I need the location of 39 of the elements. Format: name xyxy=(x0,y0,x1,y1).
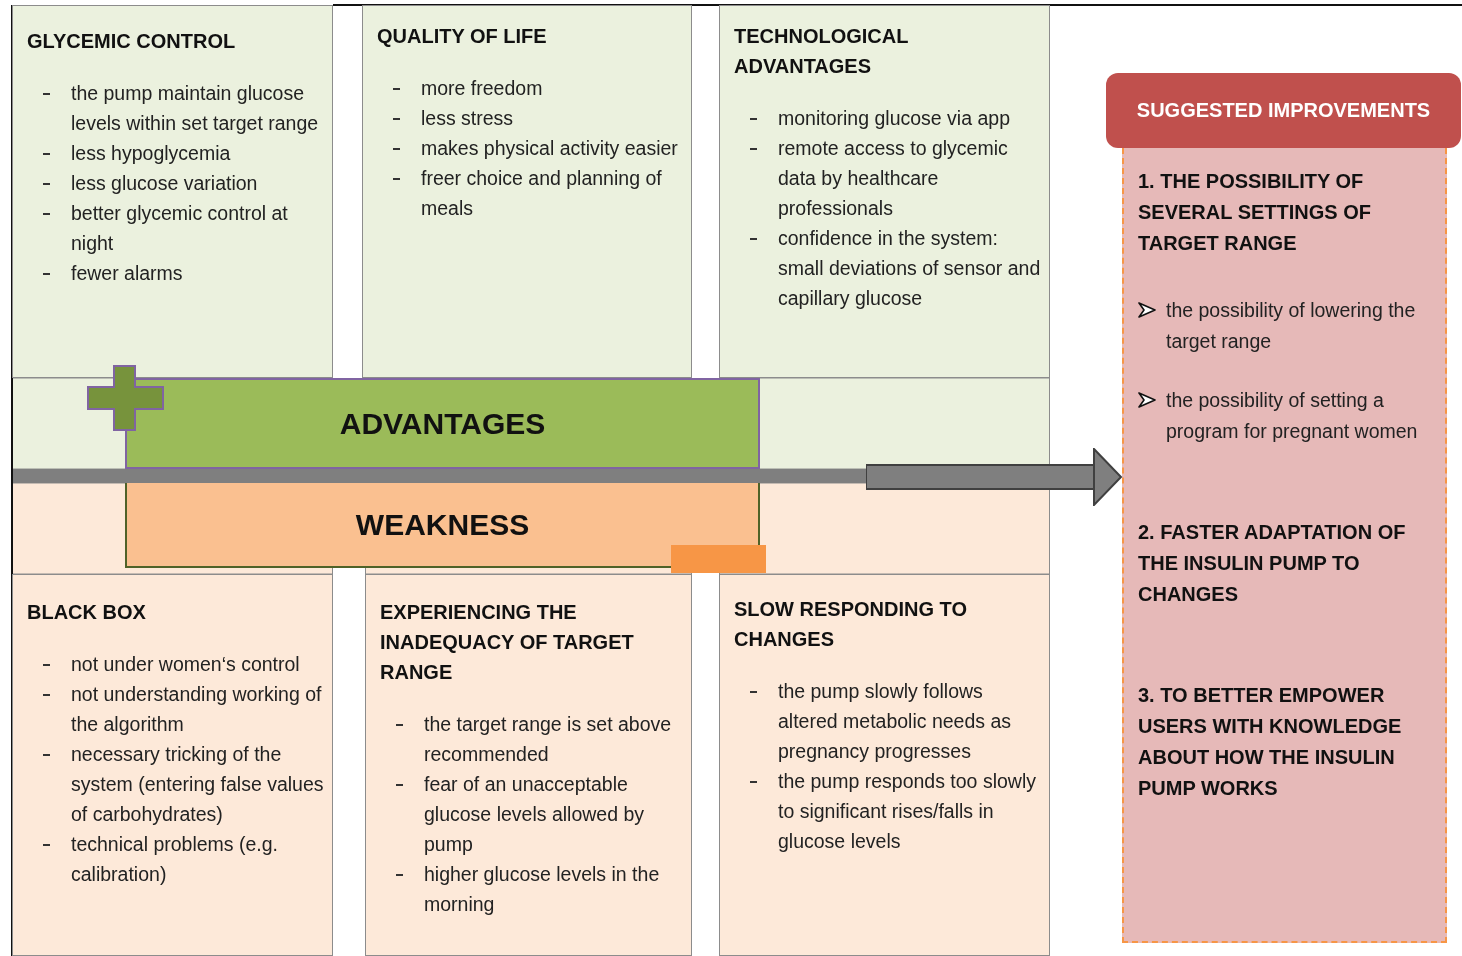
bullet-text: more freedom xyxy=(421,77,543,99)
advantage-panel xyxy=(719,5,1050,378)
bullet-text: higher glucose levels in the morning xyxy=(424,863,660,915)
advantage-panel xyxy=(362,5,692,378)
bullet-text: the pump responds too slowly to significant rises/falls in glucose levels xyxy=(778,770,1036,852)
bullet-text: monitoring glucose via app xyxy=(778,107,1010,129)
improvement-heading: 3. TO BETTER EMPOWER USERS WITH KNOWLEDGE ABOUT HOW THE INSULIN PUMP WORKS xyxy=(1138,683,1403,801)
weakness-panel xyxy=(719,574,1050,956)
advantage-panel xyxy=(12,5,333,378)
panel-heading: EXPERIENCING THE INADEQUACY OF TARGET RANGE xyxy=(380,600,635,685)
advantages-band xyxy=(125,378,760,469)
improvements-panel xyxy=(1122,148,1447,943)
panel-heading: BLACK BOX xyxy=(27,600,147,625)
bullet-text: the possibility of lowering the target range xyxy=(1166,298,1417,354)
header-box xyxy=(1106,73,1461,148)
bullet-text: fewer alarms xyxy=(71,262,183,284)
improvement-heading: 2. FASTER ADAPTATION OF THE INSULIN PUMP TO CHANGES xyxy=(1138,520,1407,607)
weakness-panel xyxy=(12,574,333,956)
bullet-text: less hypoglycemia xyxy=(71,142,231,164)
panel-heading: SLOW RESPONDING TO CHANGES xyxy=(734,597,968,652)
panel-heading: TECHNOLOGICAL ADVANTAGES xyxy=(734,24,910,79)
band-label: WEAKNESS xyxy=(355,507,530,542)
panel-heading: GLYCEMIC CONTROL xyxy=(27,29,237,54)
bullet-text: necessary tricking of the system (entering false values of carbohydrates) xyxy=(71,743,324,825)
bullet-text: confidence in the system: small deviations of sensor and capillary glucose xyxy=(778,227,1041,309)
bullet-text: technical problems (e.g. calibration) xyxy=(71,833,279,885)
bullet-text: less glucose variation xyxy=(71,172,258,194)
improvement-heading: 1. THE POSSIBILITY OF SEVERAL SETTINGS OF TARGET RANGE xyxy=(1138,169,1372,256)
arrow xyxy=(13,448,1122,506)
bullet-text: freer choice and planning of meals xyxy=(421,167,662,219)
bullet-text: makes physical activity easier xyxy=(421,137,678,159)
weakness-panel xyxy=(365,574,692,956)
bullet-text: not under women‘s control xyxy=(71,653,300,675)
weakness-band xyxy=(125,483,760,568)
bullet-text: the possibility of setting a program for pregnant women xyxy=(1166,388,1419,444)
band-label: ADVANTAGES xyxy=(339,406,546,441)
bullet-text: less stress xyxy=(421,107,514,129)
panel-heading: QUALITY OF LIFE xyxy=(377,24,548,49)
header-label: SUGGESTED IMPROVEMENTS xyxy=(1136,99,1431,122)
